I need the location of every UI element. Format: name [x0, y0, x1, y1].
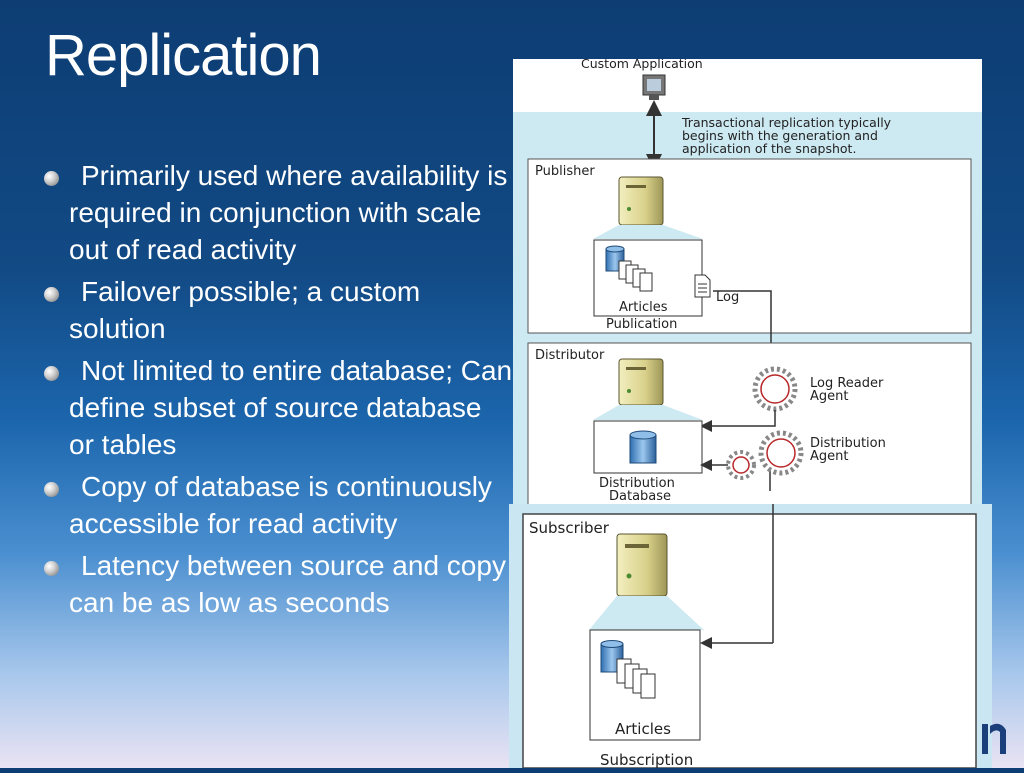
note-line: Transactional replication typically	[681, 115, 892, 130]
distribution-agent-label: Distribution	[810, 436, 886, 451]
bullet-text: Copy of database is continuously accessi…	[69, 471, 492, 539]
bullet-icon	[44, 287, 59, 302]
articles-icon	[616, 658, 656, 699]
subscription-label: Subscription	[600, 751, 693, 768]
brand-logo-fragment	[982, 723, 1006, 754]
distributor-server-icon	[618, 358, 664, 406]
log-reader-agent-label: Log Reader	[810, 376, 884, 391]
slide-title: Replication	[45, 23, 322, 88]
bullet-text: Not limited to entire database; Can defi…	[69, 355, 513, 460]
note-line: begins with the generation and	[682, 128, 878, 143]
log-reader-agent-gear-icon	[752, 366, 798, 412]
bullet-icon	[44, 561, 59, 576]
publication-label: Publication	[606, 317, 677, 332]
beam	[593, 225, 703, 239]
distribution-agent-label: Agent	[810, 449, 848, 464]
bullet-item: Failover possible; a custom solution	[44, 273, 514, 347]
subscriber-label: Subscriber	[529, 519, 610, 537]
database-icon	[629, 430, 657, 464]
log-reader-agent-label: Agent	[810, 389, 848, 404]
subscriber-server-icon	[616, 533, 668, 597]
publisher-label: Publisher	[535, 164, 595, 179]
bullet-icon	[44, 171, 59, 186]
distribution-database-label: Database	[609, 489, 671, 504]
articles-label: Articles	[619, 300, 668, 315]
distributor-label: Distributor	[535, 348, 605, 363]
bullet-item: Primarily used where availability is req…	[44, 157, 514, 268]
beam	[593, 405, 703, 420]
log-reader-to-distribution-arrow	[700, 410, 776, 432]
bullet-text: Primarily used where availability is req…	[69, 160, 508, 265]
distribution-database-label: Distribution	[599, 476, 675, 491]
publisher-server-icon	[618, 176, 664, 226]
bullet-icon	[44, 482, 59, 497]
custom-application-label: Custom Application	[581, 59, 703, 71]
articles-icon	[618, 260, 653, 292]
database-icon	[600, 640, 624, 673]
bullet-text: Failover possible; a custom solution	[69, 276, 421, 344]
log-label: Log	[716, 290, 739, 305]
distribution-agent-gear-icon	[726, 430, 804, 480]
monitor-icon	[642, 74, 666, 100]
bullet-item: Not limited to entire database; Can defi…	[44, 352, 514, 463]
bullet-list: Primarily used where availability is req…	[44, 157, 514, 626]
log-icon	[694, 274, 711, 298]
bullet-item: Latency between source and copy can be a…	[44, 547, 514, 621]
bullet-text: Latency between source and copy can be a…	[69, 550, 506, 618]
bullet-item: Copy of database is continuously accessi…	[44, 468, 514, 542]
articles-label: Articles	[615, 720, 671, 738]
note-line: application of the snapshot.	[682, 141, 856, 156]
log-reader-arrow	[713, 290, 777, 370]
beam	[589, 596, 704, 630]
bullet-icon	[44, 366, 59, 381]
replication-diagram-lower: Subscriber Articles Subscription	[509, 504, 992, 769]
replication-diagram-upper: Custom Application Transactional replica…	[513, 56, 982, 506]
